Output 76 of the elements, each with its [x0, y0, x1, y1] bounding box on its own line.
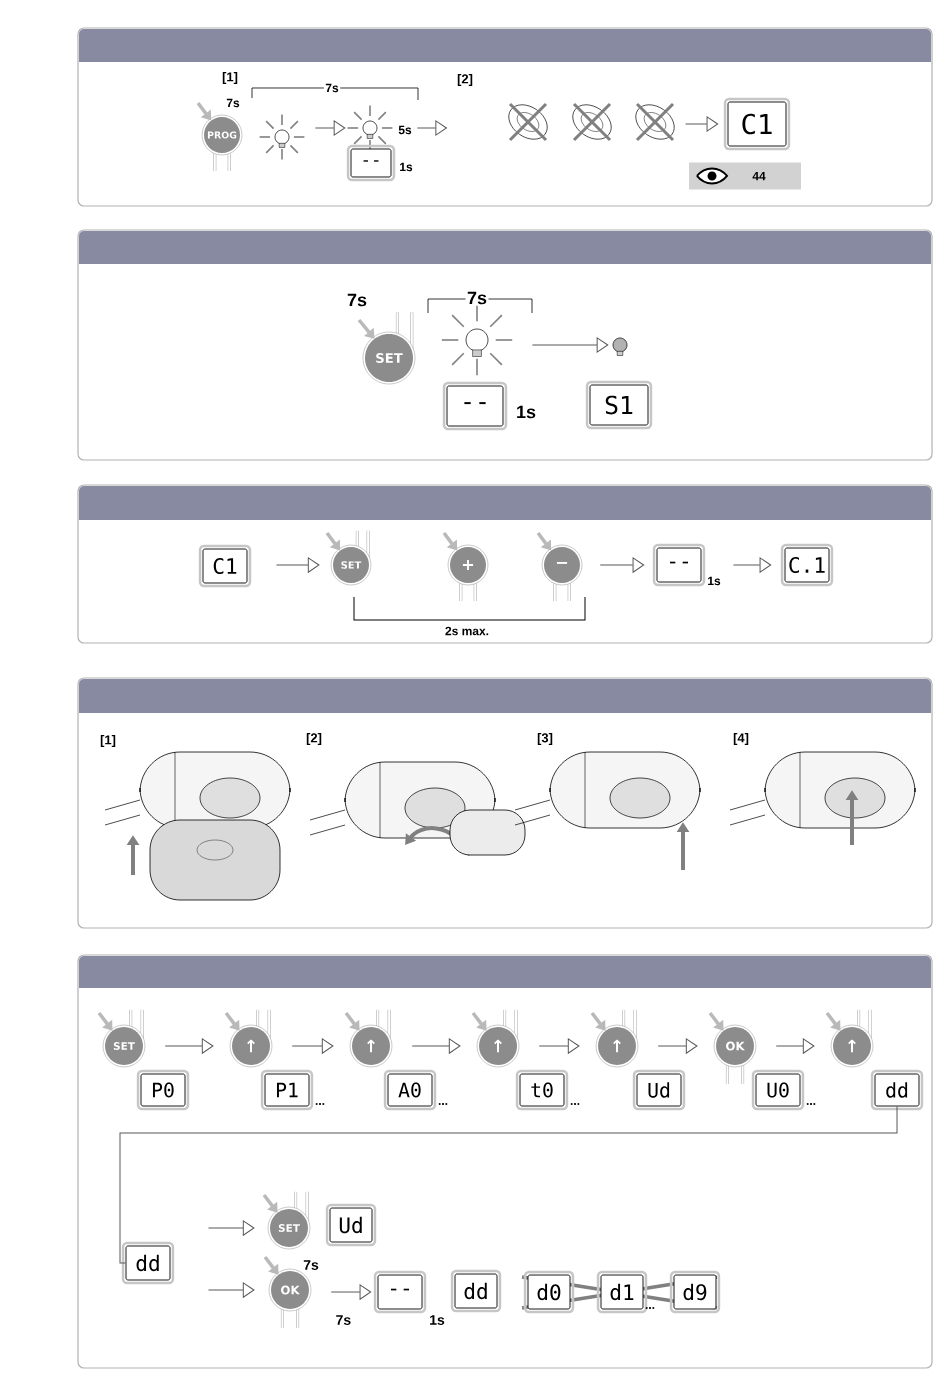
arrow [775, 1038, 815, 1054]
arrow [599, 557, 645, 573]
time-label: 7s [347, 293, 367, 307]
display-screen: U0 [751, 1069, 805, 1111]
time-label: 2s max. [443, 625, 491, 637]
arrow [275, 557, 320, 573]
push-button: SET [357, 311, 416, 385]
arrow [207, 1220, 255, 1236]
arrow [538, 1038, 580, 1054]
push-button: OK [708, 1011, 757, 1085]
step-number: [2] [304, 731, 324, 747]
push-button: ↑ [224, 1008, 273, 1068]
push-button: ↑ [825, 1008, 874, 1068]
time-label: 7s [465, 290, 489, 306]
push-button: − [536, 531, 583, 602]
display-screen: d0 [523, 1270, 575, 1314]
arrow [732, 557, 772, 573]
display-screen: d9 [669, 1270, 721, 1314]
time-label: 5s [398, 125, 412, 135]
display-screen: C1 [723, 97, 791, 151]
step-number: [1] [220, 70, 240, 86]
display-screen: -- [373, 1270, 427, 1314]
time-label: 7s [323, 82, 341, 94]
arrow [531, 337, 609, 353]
display-screen: dd [121, 1241, 175, 1285]
display-screen: Ud [325, 1203, 377, 1247]
arrow [330, 1284, 372, 1300]
ellipsis-mark: ... [570, 1103, 580, 1105]
crossed-out-remote-drawing [572, 102, 612, 142]
display-screen: t0 [515, 1069, 569, 1111]
display-screen: -- [652, 543, 706, 587]
display-screen: P1 [260, 1069, 314, 1111]
display-screen: S1 [585, 380, 653, 430]
arrow [657, 1038, 698, 1054]
bulb-icon [258, 113, 306, 161]
crossed-out-remote-drawing [635, 102, 675, 142]
step-number: [2] [455, 72, 475, 88]
push-button: + [442, 531, 489, 602]
push-button: ↑ [590, 1008, 639, 1068]
display-screen: A0 [383, 1069, 437, 1111]
arrow [314, 120, 346, 136]
time-label: 1s [517, 405, 536, 419]
display-screen: C.1 [780, 543, 834, 587]
display-screen: -- [346, 144, 396, 182]
ellipsis-mark: ... [645, 1307, 655, 1309]
step-number: [3] [535, 731, 555, 747]
display-screen: dd [870, 1069, 924, 1111]
push-button: SET [262, 1190, 311, 1250]
push-button: SET [97, 1008, 146, 1068]
crossed-out-remote-drawing [508, 102, 548, 142]
arrow [416, 120, 447, 136]
time-label: 1s [430, 1315, 445, 1325]
display-screen: P0 [136, 1069, 190, 1111]
display-screen: -- [442, 381, 508, 431]
display-screen: Ud [632, 1069, 686, 1111]
time-label: 7s [334, 1314, 353, 1326]
ellipsis-mark: ... [315, 1103, 325, 1105]
arrow [291, 1038, 334, 1054]
ellipsis-mark: ... [806, 1103, 816, 1105]
arrow [685, 116, 719, 132]
arrow [164, 1038, 214, 1054]
ellipsis-mark: ... [438, 1103, 448, 1105]
step-number: [4] [731, 731, 751, 747]
push-button: SET [325, 529, 372, 586]
arrow [207, 1282, 255, 1298]
step-number: [1] [98, 733, 118, 749]
push-button: ↑ [344, 1008, 393, 1068]
push-button: ↑ [471, 1008, 520, 1068]
display-screen: C1 [198, 544, 252, 588]
bulb-icon [441, 304, 513, 376]
bulb-icon [612, 337, 628, 356]
arrow [411, 1038, 461, 1054]
display-screen: dd [450, 1269, 502, 1313]
time-label: 1s [400, 162, 413, 172]
time-label: 1s [708, 576, 721, 586]
time-label: 7s [226, 98, 240, 108]
